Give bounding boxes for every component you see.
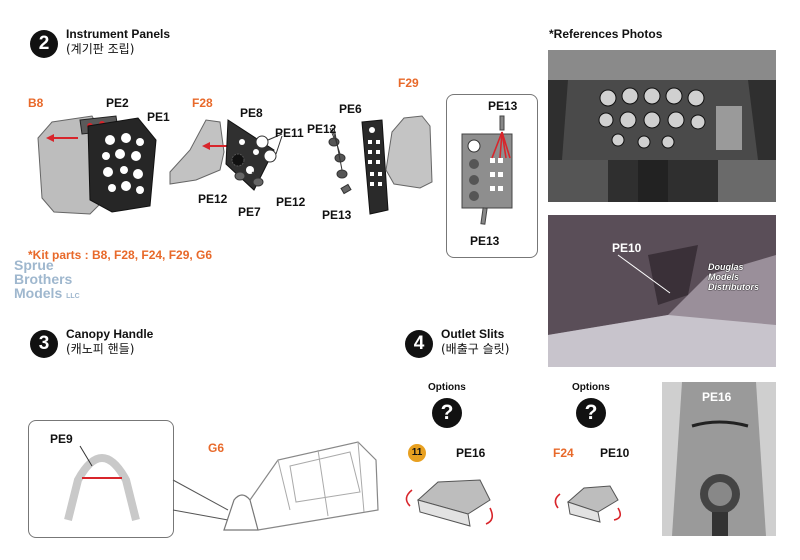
label-pe11: PE11 [275, 126, 304, 140]
label-pe13-c: PE13 [470, 234, 500, 248]
label-pe10: PE10 [600, 446, 630, 460]
options-right-label: Options [572, 382, 610, 393]
label-pe12-a: PE12 [198, 192, 228, 206]
photo2-label-pe10: PE10 [612, 241, 642, 255]
photo3-label-pe16: PE16 [702, 390, 732, 404]
watermark-douglas-models: Douglas Models Distributors [708, 262, 760, 292]
label-f29: F29 [398, 76, 419, 90]
step-3-title: Canopy Handle [66, 327, 154, 341]
question-right-icon: ? [576, 398, 606, 428]
label-g6: G6 [208, 441, 225, 455]
part-pe1-shape [87, 117, 157, 213]
label-b8: B8 [28, 96, 44, 110]
label-pe16: PE16 [456, 446, 486, 460]
pe12-piece [234, 171, 246, 181]
pe13-inset-diagram [461, 115, 513, 225]
step-4-number: 4 [405, 330, 433, 358]
pe8-gear [231, 153, 245, 167]
reference-photo-cockpit [548, 50, 776, 202]
options-left-label: Options [428, 382, 466, 393]
reference-photo-fuselage: PE10 [548, 215, 776, 367]
pe11-piece [255, 135, 269, 149]
references-title: *References Photos [549, 27, 663, 41]
label-pe12-b: PE12 [276, 195, 306, 209]
label-pe9: PE9 [50, 432, 73, 446]
canopy-diagram [64, 441, 379, 531]
pe11-piece [263, 149, 277, 163]
step-2-title: Instrument Panels [66, 27, 171, 41]
part-f28-shape [169, 119, 225, 185]
step-3-number: 3 [30, 330, 58, 358]
step-4-title: Outlet Slits [441, 327, 505, 341]
pe6-button-grid [368, 127, 382, 186]
label-f24: F24 [553, 446, 574, 460]
pe1-gauge-holes [102, 133, 144, 194]
outlet-slit-diagram [405, 479, 622, 527]
label-pe8: PE8 [240, 106, 263, 120]
kit-parts-note: *Kit parts : B8, F28, F24, F29, G6 [28, 248, 213, 262]
step-4-subtitle: (배출구 슬릿) [441, 342, 510, 356]
label-pe1: PE1 [147, 110, 170, 124]
step-2-number: 2 [30, 30, 58, 58]
step-11-badge: 11 [408, 444, 426, 462]
step-3-subtitle: (캐노피 핸들) [66, 342, 135, 356]
part-f29-shape [385, 115, 433, 189]
pe12-piece [252, 177, 264, 187]
label-pe7: PE7 [238, 205, 261, 219]
label-pe12-c: PE12 [307, 122, 337, 136]
instrument-panel-diagram [37, 115, 433, 215]
label-pe13-a: PE13 [322, 208, 352, 222]
label-pe2: PE2 [106, 96, 129, 110]
watermark-sprue-brothers: Sprue Brothers Models LLC [14, 257, 80, 301]
question-left-icon: ? [432, 398, 462, 428]
label-f28: F28 [192, 96, 213, 110]
reference-photo-outlet: PE16 [662, 382, 776, 536]
step-2-subtitle: (계기판 조립) [66, 42, 135, 56]
label-pe6: PE6 [339, 102, 362, 116]
label-pe13-b: PE13 [488, 99, 518, 113]
part-pe6-shape [361, 119, 389, 215]
